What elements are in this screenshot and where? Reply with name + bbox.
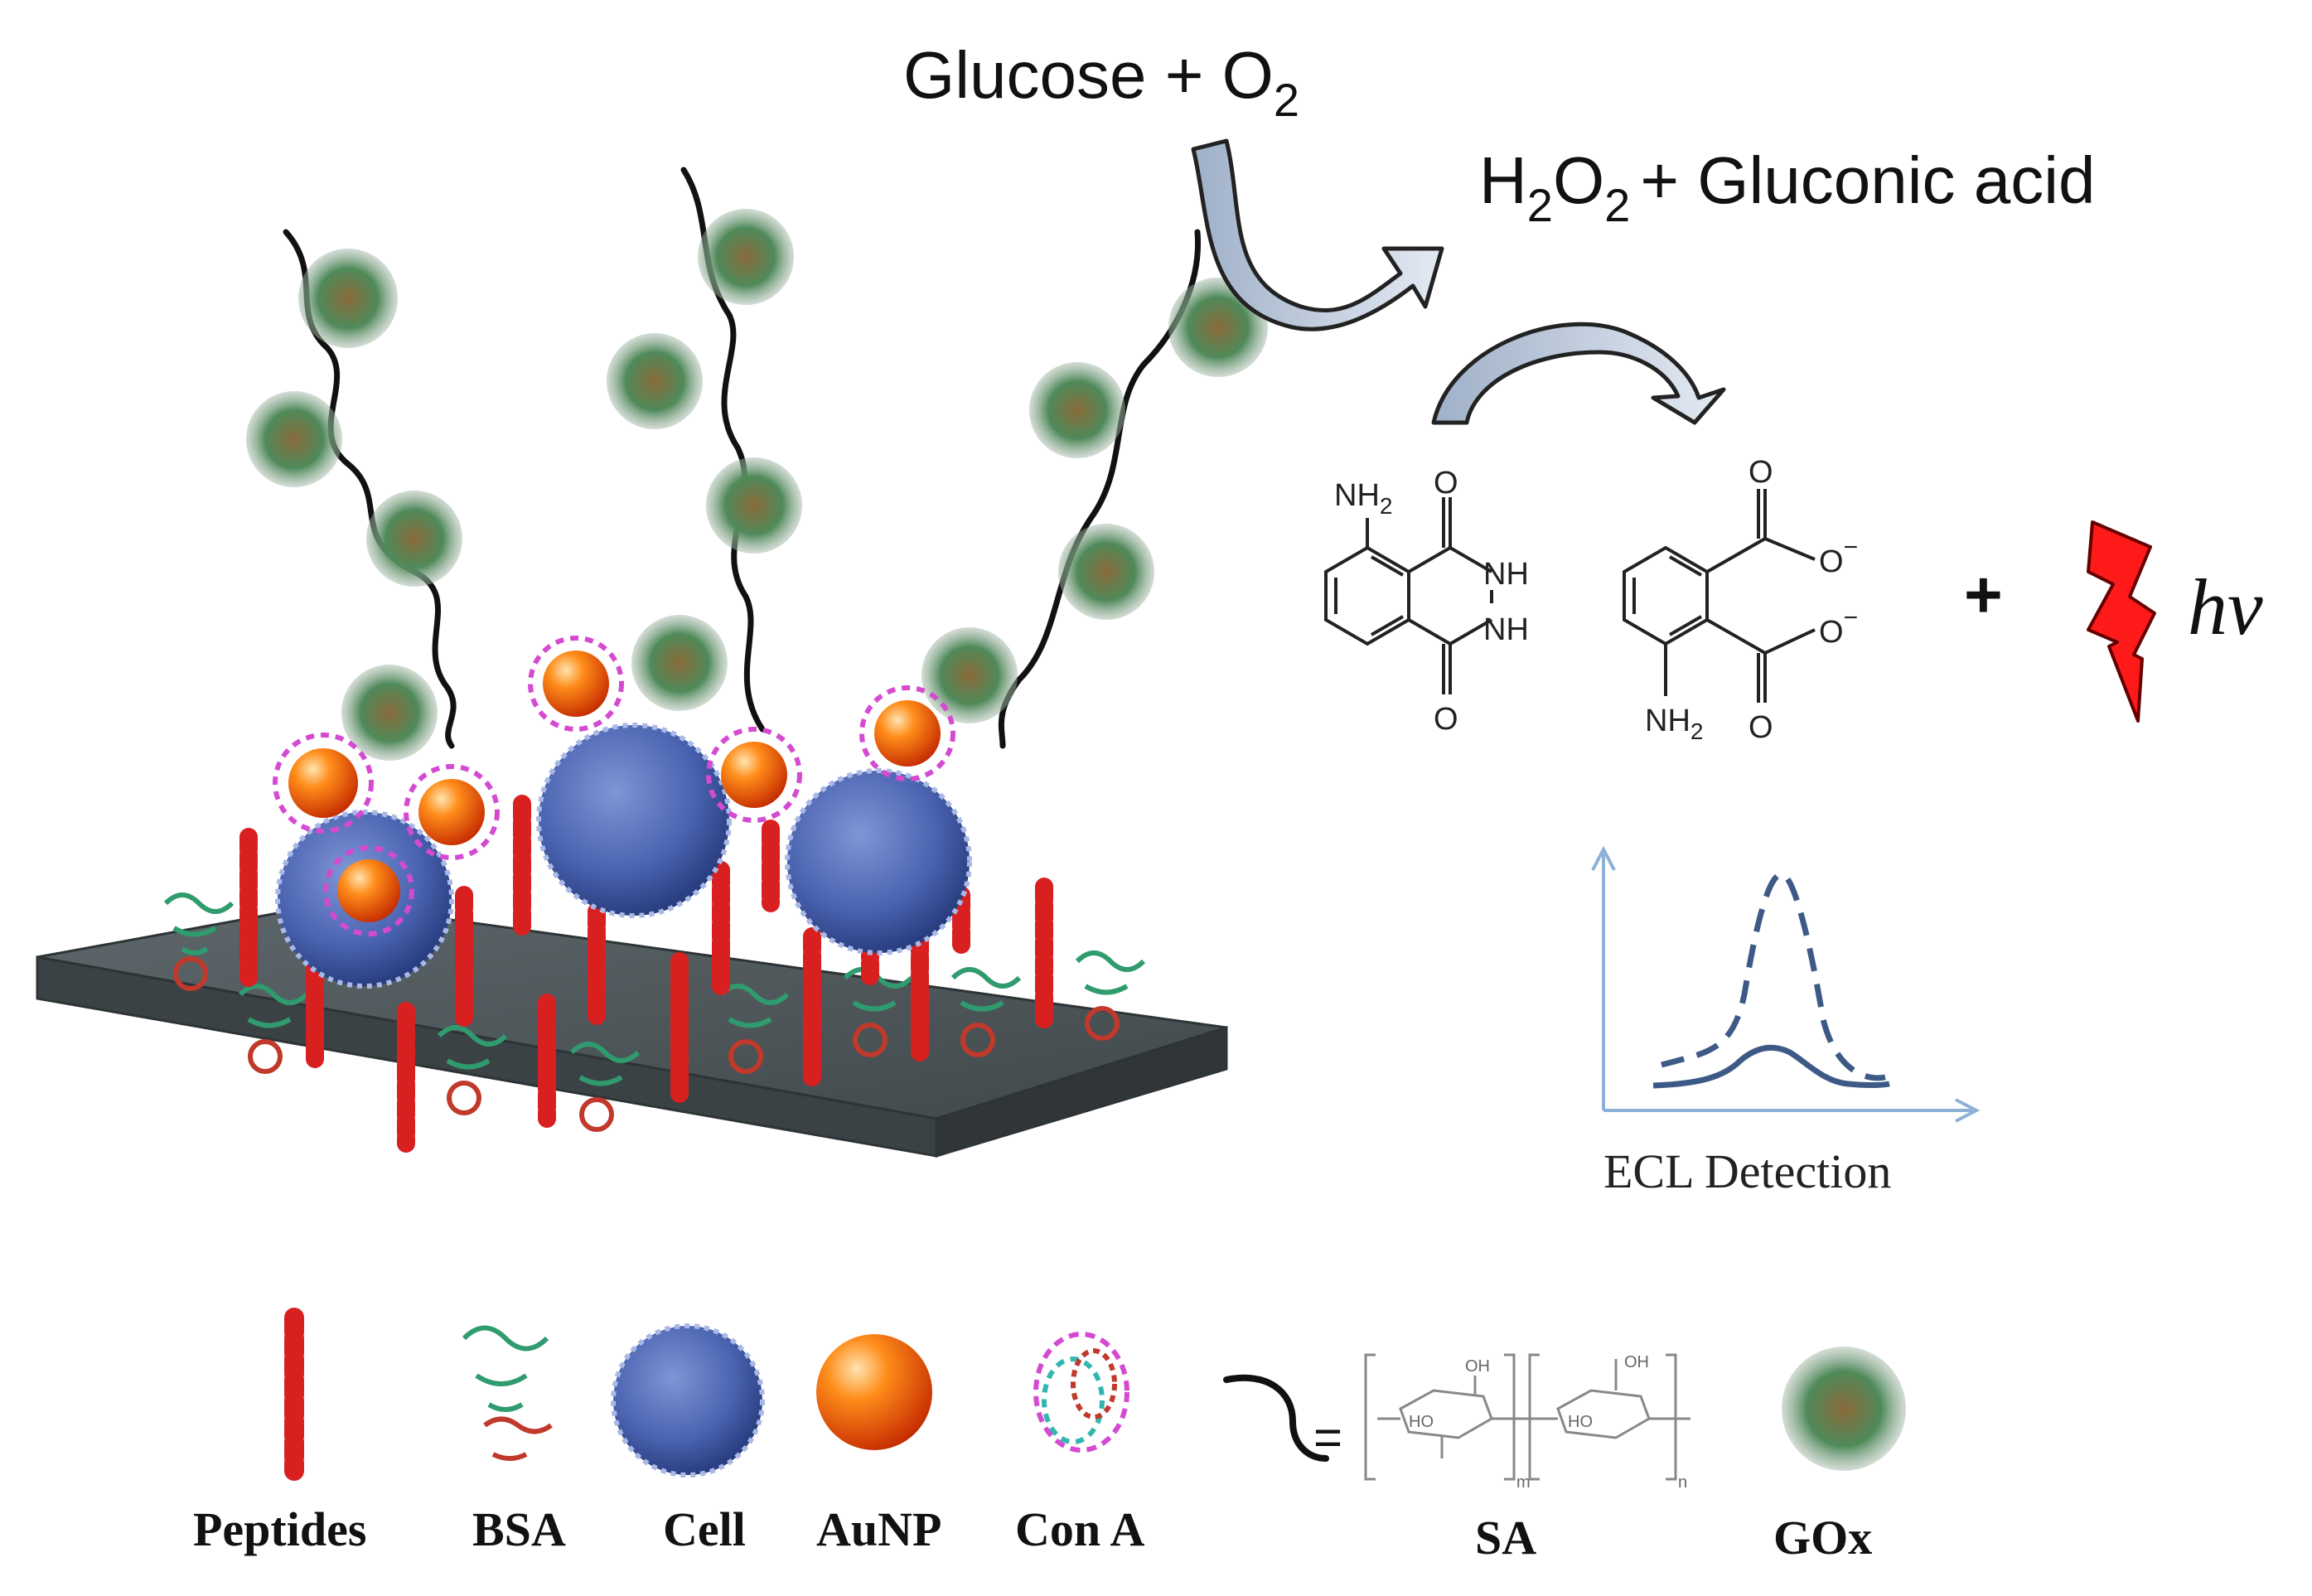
legend-cell: Cell — [663, 1502, 746, 1556]
svg-text:O: O — [1434, 702, 1458, 737]
sa-equals: = — [1313, 1410, 1342, 1465]
legend-aunp: AuNP — [816, 1502, 941, 1556]
ecl-signal-dashed — [1661, 871, 1886, 1081]
svg-text:n: n — [1678, 1473, 1687, 1492]
legend-gox: GOx — [1773, 1511, 1872, 1565]
legend: Peptides BSA Cell AuNP Con A = — [193, 1308, 1906, 1565]
aunp-cona-clusters — [273, 636, 955, 936]
sa-chain-icon — [1223, 1374, 1329, 1462]
con-a-icon — [1033, 1332, 1129, 1453]
svg-text:O: O — [1749, 455, 1773, 490]
products-label: H2O2+ Gluconic acid — [1479, 143, 2096, 231]
reactants-label: Glucose + O2 — [903, 38, 1299, 126]
ecl-plot: ECL Detection — [1591, 845, 1981, 1198]
svg-text:HO: HO — [1409, 1413, 1434, 1431]
svg-text:NH2: NH2 — [1645, 704, 1703, 744]
svg-text:O: O — [1749, 710, 1773, 745]
svg-text:OH: OH — [1465, 1357, 1490, 1376]
svg-text:NH: NH — [1483, 612, 1529, 647]
legend-peptides: Peptides — [193, 1502, 366, 1556]
svg-text:O−: O− — [1819, 534, 1858, 579]
svg-text:O−: O− — [1819, 604, 1858, 650]
lightning-bolt-icon — [2087, 520, 2156, 723]
luminol-structure — [1324, 497, 1493, 694]
curved-arrow-icon — [1431, 322, 1726, 425]
sa-structure — [1364, 1353, 1690, 1481]
sa-structure-labels: OH HO OH HO m n — [1409, 1353, 1687, 1492]
curved-arrow-icon — [1191, 138, 1444, 331]
aminophthalate-structure — [1623, 489, 1816, 703]
cells — [275, 723, 972, 989]
svg-text:m: m — [1516, 1473, 1531, 1492]
plus-sign: + — [1964, 558, 2003, 631]
legend-sa: SA — [1475, 1511, 1536, 1565]
aminophthalate-labels: O O O− O− NH2 — [1645, 455, 1858, 745]
svg-text:O: O — [1434, 466, 1458, 501]
svg-text:NH2: NH2 — [1334, 478, 1392, 519]
bsa-protein-icon — [462, 1325, 553, 1461]
hv-label: hν — [2188, 563, 2263, 651]
svg-text:NH: NH — [1483, 557, 1529, 592]
ecl-signal-solid — [1652, 1044, 1890, 1089]
gox-on-chains — [246, 209, 1268, 761]
gox-enzyme-icon — [1782, 1347, 1906, 1471]
ecl-caption: ECL Detection — [1603, 1144, 1891, 1198]
legend-bsa: BSA — [472, 1502, 566, 1556]
luminol-labels: NH2 O O NH NH — [1334, 466, 1529, 737]
cell-icon — [611, 1323, 765, 1478]
svg-text:HO: HO — [1568, 1413, 1593, 1431]
legend-cona: Con A — [1015, 1502, 1144, 1556]
svg-text:OH: OH — [1624, 1353, 1649, 1371]
gold-nanoparticle-icon — [816, 1334, 932, 1450]
surface-bsa — [163, 892, 1146, 1132]
